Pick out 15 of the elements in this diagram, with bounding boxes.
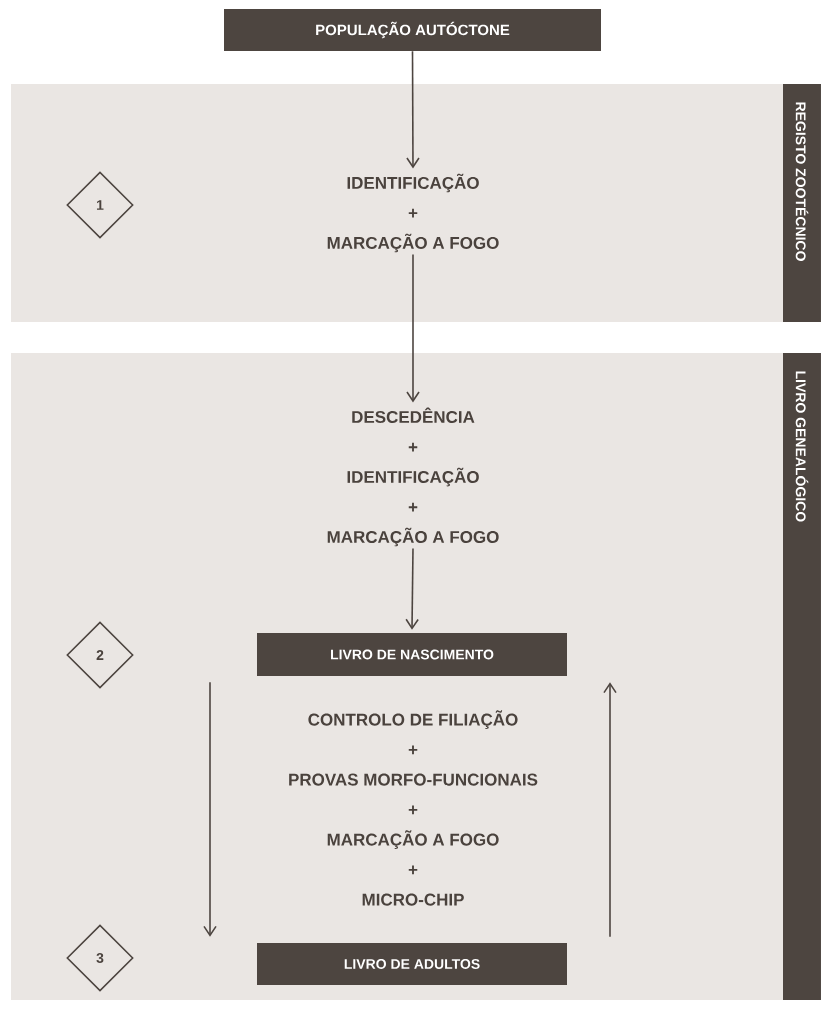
- arrow: [406, 50, 420, 169]
- arrow: [406, 253, 420, 403]
- arrow: [603, 682, 617, 938]
- band-panel: [11, 353, 821, 1000]
- arrow: [405, 547, 419, 630]
- step-text: DESCEDÊNCIA + IDENTIFICAÇÃO + MARCAÇÃO A FOGO: [327, 407, 499, 547]
- step-text: CONTROLO DE FILIAÇÃO + PROVAS MORFO-FUNCIONAIS + MARCAÇÃO A FOGO + MICRO-CHIP: [289, 710, 538, 906]
- title-box: LIVRO DE NASCIMENTO: [257, 633, 567, 676]
- band-panel: [11, 84, 821, 322]
- arrow: [203, 681, 217, 937]
- title-box: POPULAÇÃO AUTÓCTONE: [224, 9, 601, 51]
- side-tab: LIVRO GENEALÓGICO: [783, 353, 821, 1000]
- side-tab: REGISTO ZOOTÉCNICO: [783, 84, 821, 322]
- step-text: IDENTIFICAÇÃO + MARCAÇÃO A FOGO: [327, 173, 499, 253]
- title-box: LIVRO DE ADULTOS: [257, 943, 567, 985]
